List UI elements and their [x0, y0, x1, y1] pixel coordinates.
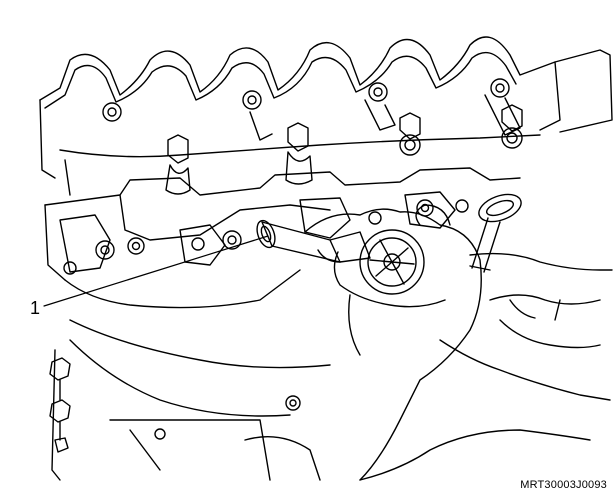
- left-hand: [304, 204, 482, 481]
- right-hand: [359, 252, 613, 481]
- callout-number: 1: [30, 298, 41, 318]
- figure-code: MRT30003J0093: [520, 479, 607, 491]
- cylinder-head-cover: [39, 36, 613, 196]
- side-studs: [49, 357, 71, 453]
- callout-leader-line: [43, 235, 269, 307]
- manifold-bolts: [63, 199, 469, 275]
- injector-nuts: [165, 104, 523, 195]
- lower-block: [51, 269, 331, 481]
- manifold-body: [44, 167, 521, 281]
- dipstick: [469, 193, 522, 273]
- head-bolts: [102, 78, 521, 141]
